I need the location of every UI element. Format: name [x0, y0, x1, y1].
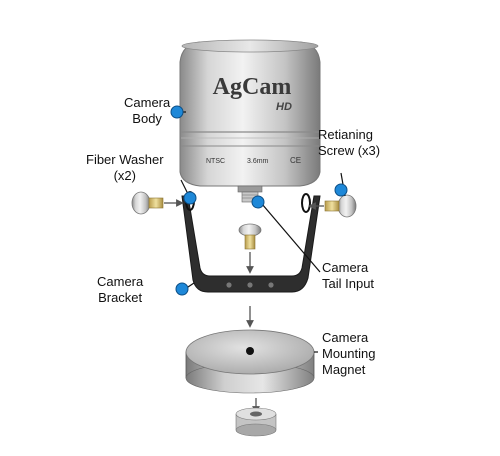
camera-mounting-magnet	[185, 329, 315, 394]
body-text-lens: 3.6mm	[247, 158, 269, 165]
callout-dot-icon	[175, 282, 189, 296]
screw-center	[238, 223, 262, 250]
label-camera-body: Camera Body	[124, 95, 171, 126]
callout-dot-icon	[170, 105, 184, 119]
camera-bracket	[181, 195, 321, 293]
label-fiber-washer: Fiber Washer (x2)	[86, 152, 164, 183]
label-camera-tail-input: Camera Tail Input	[322, 260, 375, 291]
magnet-stud	[235, 407, 277, 437]
screw-left	[131, 191, 164, 215]
brand-logo: AgCam	[213, 74, 292, 100]
screw-right	[324, 194, 357, 218]
body-text-ntsc: NTSC	[206, 158, 225, 165]
label-camera-mounting-magnet: Camera Mounting Magnet	[322, 330, 376, 377]
brand-sub: HD	[276, 101, 292, 113]
callout-dot-icon	[251, 195, 265, 209]
callout-dots	[170, 105, 348, 296]
camera-body: AgCam HD NTSC 3.6mm CE	[179, 39, 321, 187]
label-retaining-screw: Retianing Screw (x3)	[318, 127, 381, 158]
body-text-ce: CE	[290, 156, 301, 165]
fiber-washer-right	[301, 193, 311, 213]
callout-dot-icon	[183, 191, 197, 205]
callout-dot-icon	[334, 183, 348, 197]
label-camera-bracket: Camera Bracket	[97, 274, 144, 305]
